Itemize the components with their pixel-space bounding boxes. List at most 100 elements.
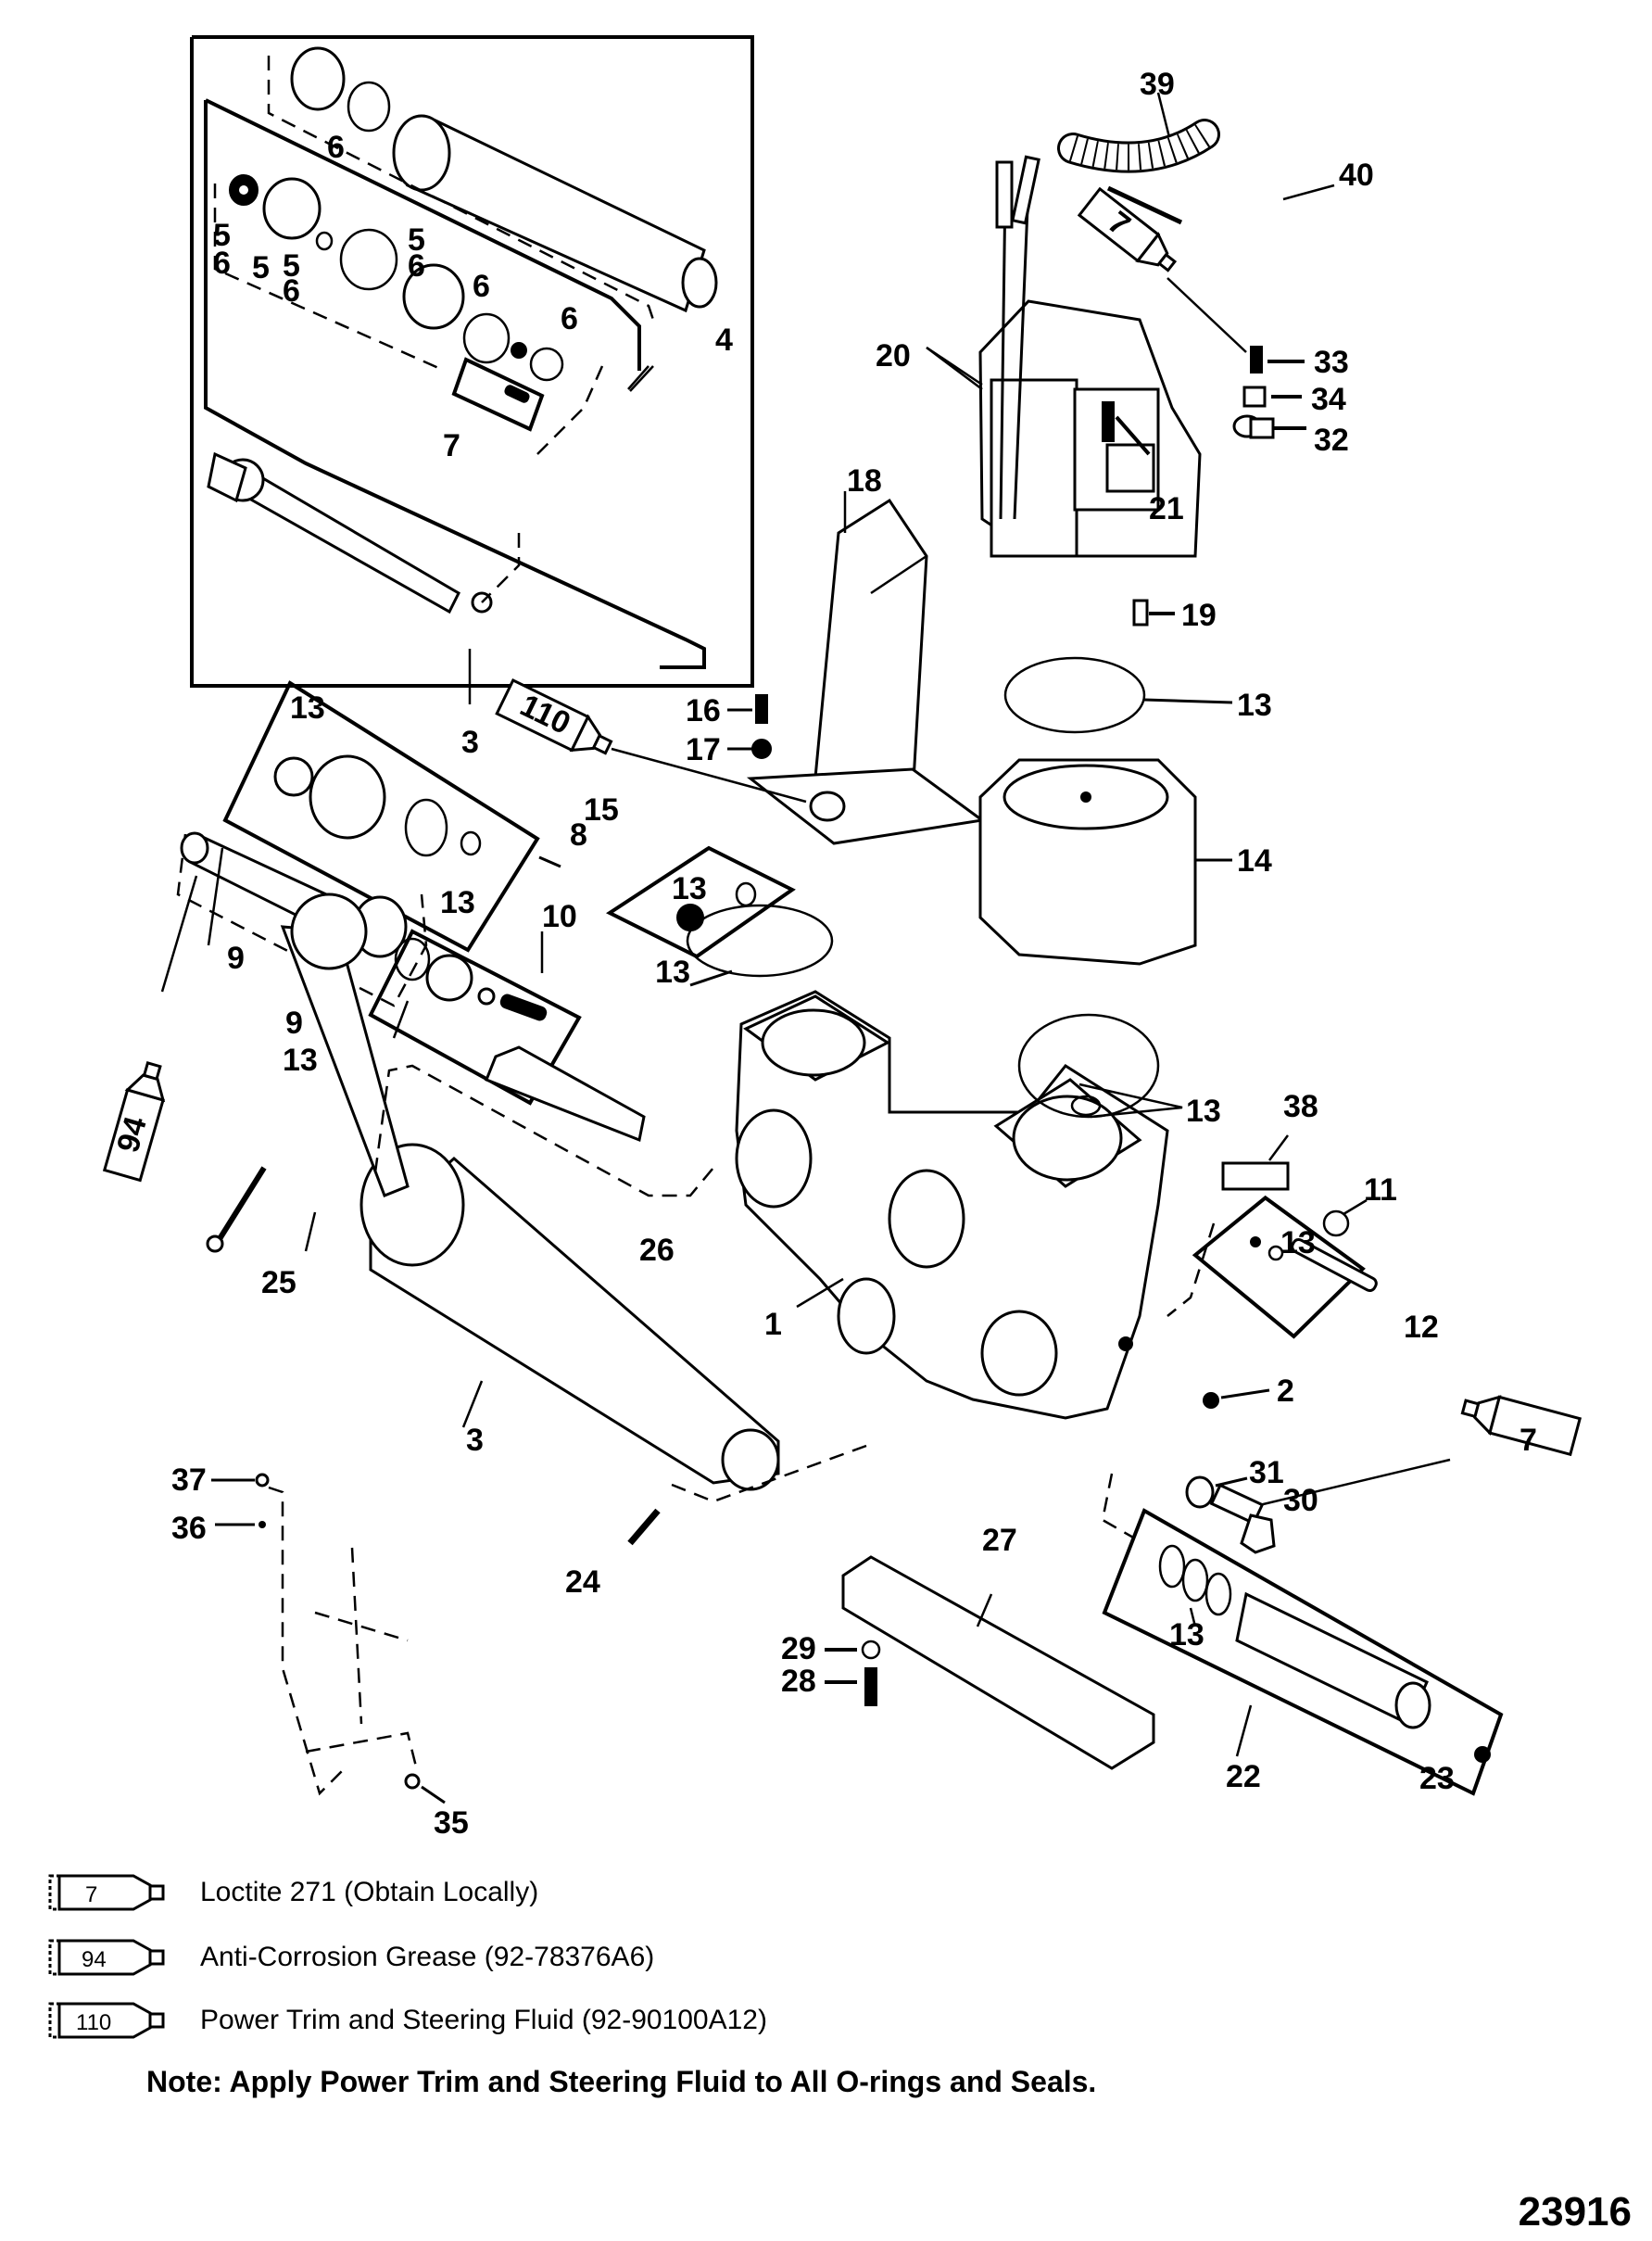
callout-14: 14 [1237,843,1272,879]
callout-34: 34 [1311,382,1346,417]
callout-13-housing: 13 [1186,1094,1221,1129]
callout-8: 8 [570,817,587,853]
bolt [1209,1483,1265,1526]
tube-code: 7 [85,1882,97,1907]
cable-tie [1106,185,1183,225]
callout-38: 38 [1283,1089,1318,1124]
grease-tube-icon: 94 [48,1939,165,1976]
fluid-reservoir [746,491,986,845]
pump-base-housing [735,990,1169,1420]
pin [215,1166,267,1244]
callout-5-inset: 5 [213,218,231,253]
tube-code: 110 [76,2010,111,2035]
plug [1474,1746,1491,1763]
pump-assembly [978,758,1232,966]
fill-plug [1132,599,1149,627]
callout-6-inset: 6 [327,130,345,165]
callout-6-inset: 6 [473,269,490,304]
large-o-ring [339,228,398,291]
callout-6-inset: 6 [213,246,231,281]
check-valve-box [1192,1195,1366,1339]
callout-35: 35 [434,1805,469,1841]
callout-13-ring: 13 [283,1043,318,1078]
callout-29: 29 [781,1631,816,1666]
washer [1185,1475,1215,1509]
callout-13-seal: 13 [290,690,325,726]
callout-20: 20 [876,338,911,374]
callout-5-inset: 5 [283,248,300,284]
legend-item-grease: 94 Anti-Corrosion Grease (92-78376A6) [48,1937,654,1978]
callout-13-reservoir: 13 [1237,688,1272,723]
tube-code: 94 [82,1947,107,1972]
callout-24: 24 [565,1564,600,1600]
callout-36: 36 [171,1511,207,1546]
decal [1221,1161,1290,1191]
loctite-tube-icon: 7 [48,1874,165,1911]
callout-21: 21 [1149,491,1184,526]
piston-kit-box [222,680,540,953]
inset-outer-box [190,35,754,688]
callout-7-inset: 7 [443,428,460,463]
piston [402,263,465,330]
o-ring [686,904,834,978]
callout-6-inset: 6 [408,248,425,284]
callout-10: 10 [542,899,577,934]
grease-tube-icon: 94 [102,1061,166,1183]
seal-kit-box-left [204,100,706,669]
callout-30: 30 [1283,1483,1318,1518]
callout-1: 1 [764,1307,782,1342]
callout-32: 32 [1314,423,1349,458]
callout-6-inset: 6 [283,273,300,309]
fluid-note: Note: Apply Power Trim and Steering Flui… [146,2065,1097,2098]
reservoir-screw [755,694,768,724]
callout-17: 17 [686,732,721,767]
callout-25: 25 [261,1265,296,1300]
callout-3-top: 3 [461,725,479,760]
relief-valve-kit-box [605,845,796,959]
callout-2: 2 [1277,1374,1294,1409]
callout-13-pump: 13 [655,955,690,990]
legend-item-trim-fluid: 110 Power Trim and Steering Fluid (92-90… [48,2000,767,2041]
washer [529,347,564,382]
transom-bracket-outline [268,1486,419,1796]
seal-kit-box-edge [205,98,641,371]
screw [864,1667,877,1706]
trim-fluid-tube-icon: 110 [495,678,613,755]
legend-item-loctite: 7 Loctite 271 (Obtain Locally) [48,1872,538,1913]
callout-5-inset: 5 [408,222,425,258]
trim-fluid-tube-icon: 110 [48,2002,165,2039]
manual-release-valve-box [368,929,582,1106]
clamp-nut [1242,386,1267,408]
screw-head [255,1473,270,1488]
callout-33: 33 [1314,345,1349,380]
callout-3-bottom: 3 [466,1423,484,1458]
check-valve-kit-box [451,357,545,432]
screw [1250,346,1263,374]
callout-40: 40 [1339,158,1374,193]
callout-19: 19 [1181,598,1217,633]
shock-piston-kit-box [1102,1508,1504,1796]
callout-13-piston: 13 [440,885,475,920]
callout-9-ring: 9 [285,1006,303,1041]
callout-6-inset: 6 [561,301,578,336]
callout-9-rod: 9 [227,941,245,976]
legend-text: Loctite 271 (Obtain Locally) [200,1877,539,1907]
tube-label: 7 [1520,1423,1537,1458]
callout-13-shock: 13 [1169,1617,1204,1652]
callout-5-inset: 5 [252,250,270,285]
sacrificial-block [841,1555,1155,1770]
callout-4: 4 [715,323,733,358]
callout-28: 28 [781,1664,816,1699]
electric-motor [978,155,1202,558]
reservoir-o-ring [1003,656,1146,734]
callout-13-valve: 13 [672,871,707,906]
callout-18: 18 [847,463,882,499]
callout-12: 12 [1404,1310,1439,1345]
callout-27: 27 [982,1523,1017,1558]
callout-15: 15 [584,792,619,828]
small-seal [511,342,527,359]
washer [861,1640,881,1660]
anode-screw [627,1508,661,1546]
o-ring [462,312,511,364]
legend-text: Anti-Corrosion Grease (92-78376A6) [200,1942,655,1972]
